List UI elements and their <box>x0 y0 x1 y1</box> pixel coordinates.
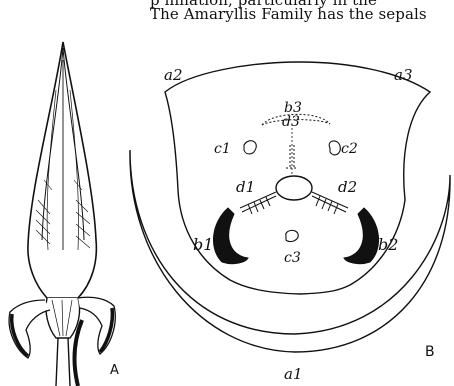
gland-c3 <box>286 230 298 241</box>
label-d3: d3 <box>282 114 300 130</box>
label-b1: b1 <box>193 235 213 254</box>
panel-b-label: B <box>425 344 435 360</box>
label-a1: a1 <box>284 365 303 383</box>
petal-b2 <box>344 208 379 264</box>
panel-a-label: A <box>110 363 119 378</box>
petal-b1 <box>213 208 248 264</box>
label-c2: c2 <box>341 141 358 157</box>
central-ovary <box>276 176 312 200</box>
gland-c1 <box>244 141 256 154</box>
gland-c2 <box>329 141 340 155</box>
label-a2: a2 <box>164 66 183 84</box>
label-b2: b2 <box>378 235 398 254</box>
label-c1: c1 <box>214 141 231 157</box>
label-a3: a3 <box>394 66 413 84</box>
label-c3: c3 <box>284 250 301 266</box>
label-d1: d1 <box>236 178 255 196</box>
flower-drawing <box>9 42 115 386</box>
label-d2: d2 <box>338 178 357 196</box>
